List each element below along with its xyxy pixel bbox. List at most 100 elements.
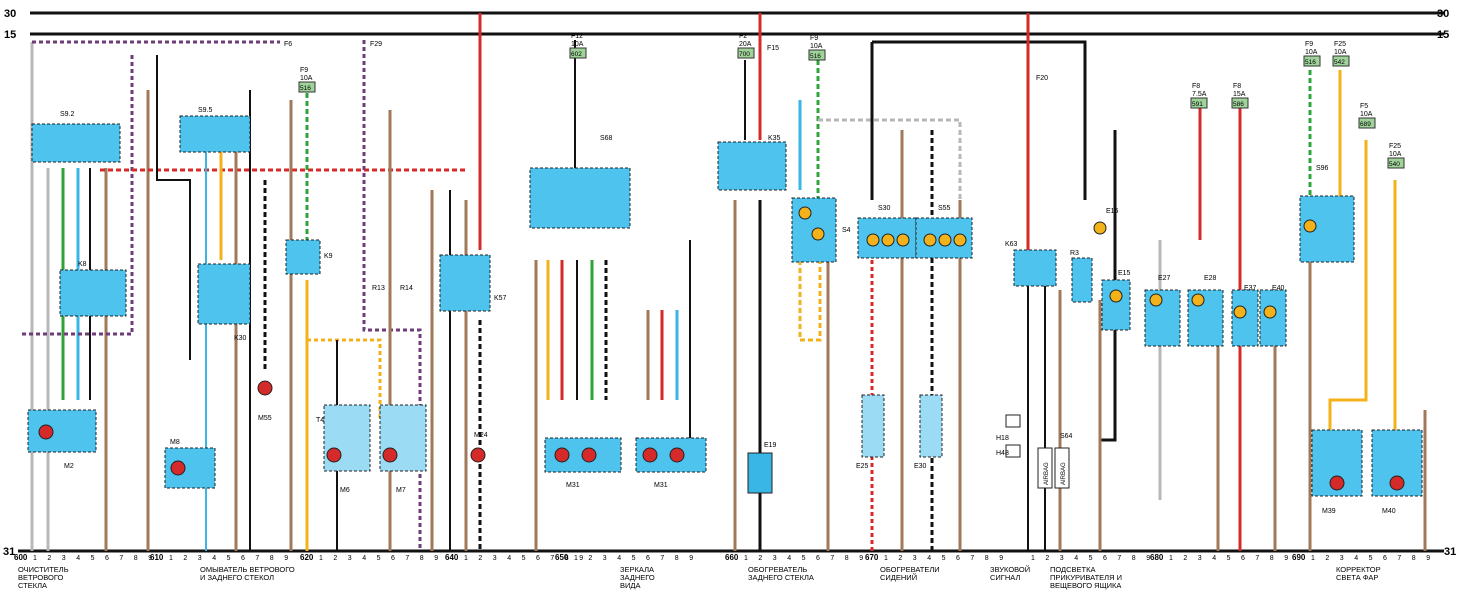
ground-pin: 8 [1270, 555, 1274, 562]
ground-pin: 2 [758, 555, 762, 562]
fuse-rating: 10A [300, 75, 313, 82]
ground-pin: 6 [1383, 555, 1387, 562]
ground-pin: 5 [227, 555, 231, 562]
ground-pin: 3 [1340, 555, 1344, 562]
ground-pin: 5 [1369, 555, 1373, 562]
component-id: E15 [1118, 270, 1131, 277]
section-start: 640 [445, 553, 459, 562]
component-id: E28 [1204, 275, 1217, 282]
lamp-icon [1303, 219, 1317, 233]
fuse-rating: 20A [739, 41, 752, 48]
motor-icon [257, 380, 273, 396]
wire [798, 260, 822, 342]
lamp-icon [798, 206, 812, 220]
wire [156, 55, 191, 360]
fuse-tag-box [808, 49, 826, 61]
fuse-id: F25 [1334, 41, 1346, 48]
component-id: E37 [1244, 285, 1257, 292]
fuse-id: F2 [739, 33, 747, 40]
caption-seat-heaters: ОБОГРЕВАТЕЛИ СИДЕНИЙ [880, 565, 940, 582]
ground-pin: 3 [198, 555, 202, 562]
section-start: 680 [1150, 553, 1164, 562]
ground-pin: 4 [507, 555, 511, 562]
relay-k8 [59, 269, 127, 317]
rail-30-right: 30 [1437, 8, 1449, 20]
ground-pin: 7 [830, 555, 834, 562]
ground-pin: 8 [134, 555, 138, 562]
lamp-icon [811, 227, 825, 241]
motor-icon [382, 447, 398, 463]
fuse-id: F8 [1233, 83, 1241, 90]
ground-pin: 8 [1412, 555, 1416, 562]
ground-pin: 3 [1198, 555, 1202, 562]
ground-pin: 5 [1089, 555, 1093, 562]
component-id: M6 [340, 487, 350, 494]
caption-rear-heater: ОБОГРЕВАТЕЛЬ ЗАДНЕГО СТЕКЛА [748, 565, 814, 582]
section-start: 610 [150, 553, 164, 562]
motor-icon [38, 424, 54, 440]
caption-lighter: ПОДСВЕТКА ПРИКУРИВАТЕЛЯ И ВЕЩЕВОГО ЯЩИКА [1050, 565, 1122, 590]
fuse-tag: 689 [1360, 121, 1371, 128]
airbag-label: AIRBAG [1061, 462, 1067, 485]
fuse-id: F5 [1360, 103, 1368, 110]
lamp-symbols [798, 206, 1317, 319]
ground-pin: 7 [1397, 555, 1401, 562]
ground-pin: 8 [270, 555, 274, 562]
ground-pin: 4 [787, 555, 791, 562]
airbag-box [1054, 447, 1070, 489]
ground-pin: 6 [1103, 555, 1107, 562]
component-id: M39 [1322, 508, 1336, 515]
ground-pin: 8 [565, 555, 569, 562]
component-id: K30 [234, 335, 247, 342]
ground-pin: 3 [62, 555, 66, 562]
ground-pin: 8 [1132, 555, 1136, 562]
rails: 30 30 15 15 31 31 [3, 8, 1456, 558]
component-id: K35 [768, 135, 781, 142]
component-id: M2 [64, 463, 74, 470]
component-id: H48 [996, 450, 1009, 457]
fuse-id: F29 [370, 41, 382, 48]
fuse-id: F8 [1192, 83, 1200, 90]
relay-k57 [439, 254, 491, 312]
ground-pin: 7 [660, 555, 664, 562]
ground-pin: 5 [802, 555, 806, 562]
fuse-rating: 10A [571, 41, 584, 48]
component-id: H18 [996, 435, 1009, 442]
component-id: S96 [1316, 165, 1329, 172]
component-id: S4 [842, 227, 851, 234]
ground-pin: 4 [1074, 555, 1078, 562]
ground-pin: 5 [377, 555, 381, 562]
rail-30-left: 30 [4, 8, 16, 20]
fuse-tag-box [1190, 97, 1208, 109]
caption-washer: ОМЫВАТЕЛЬ ВЕТРОВОГО И ЗАДНЕГО СТЕКОЛ [200, 565, 295, 582]
fuse-id: F25 [1389, 143, 1401, 150]
fuse-tag-box [1303, 55, 1321, 67]
ground-pin: 4 [212, 555, 216, 562]
lamp-e37 [1231, 289, 1259, 347]
motor-symbols [38, 380, 1405, 491]
fuse-tag-box [569, 47, 587, 59]
ground-pin: 9 [434, 555, 438, 562]
component-id: E19 [764, 442, 777, 449]
caption-mirrors: ЗЕРКАЛА ЗАДНЕГО ВИДА [620, 565, 655, 590]
fuse-tag: 586 [1233, 101, 1244, 108]
ground-pin: 7 [405, 555, 409, 562]
component-id: M40 [1382, 508, 1396, 515]
ground-pin: 1 [1311, 555, 1315, 562]
component-id: M31 [654, 482, 668, 489]
lamp-icon [1233, 305, 1247, 319]
wire [1100, 130, 1117, 442]
ground-pin: 2 [1183, 555, 1187, 562]
motor-icon [1389, 475, 1405, 491]
ground-pin: 7 [970, 555, 974, 562]
ground-pin: 2 [1325, 555, 1329, 562]
component-id: R14 [400, 285, 413, 292]
ground-pin: 9 [1146, 555, 1150, 562]
lamp-icon [1093, 221, 1107, 235]
fuse-tag-box [737, 47, 755, 59]
component-id: T4 [316, 417, 324, 424]
component-id: S55 [938, 205, 951, 212]
